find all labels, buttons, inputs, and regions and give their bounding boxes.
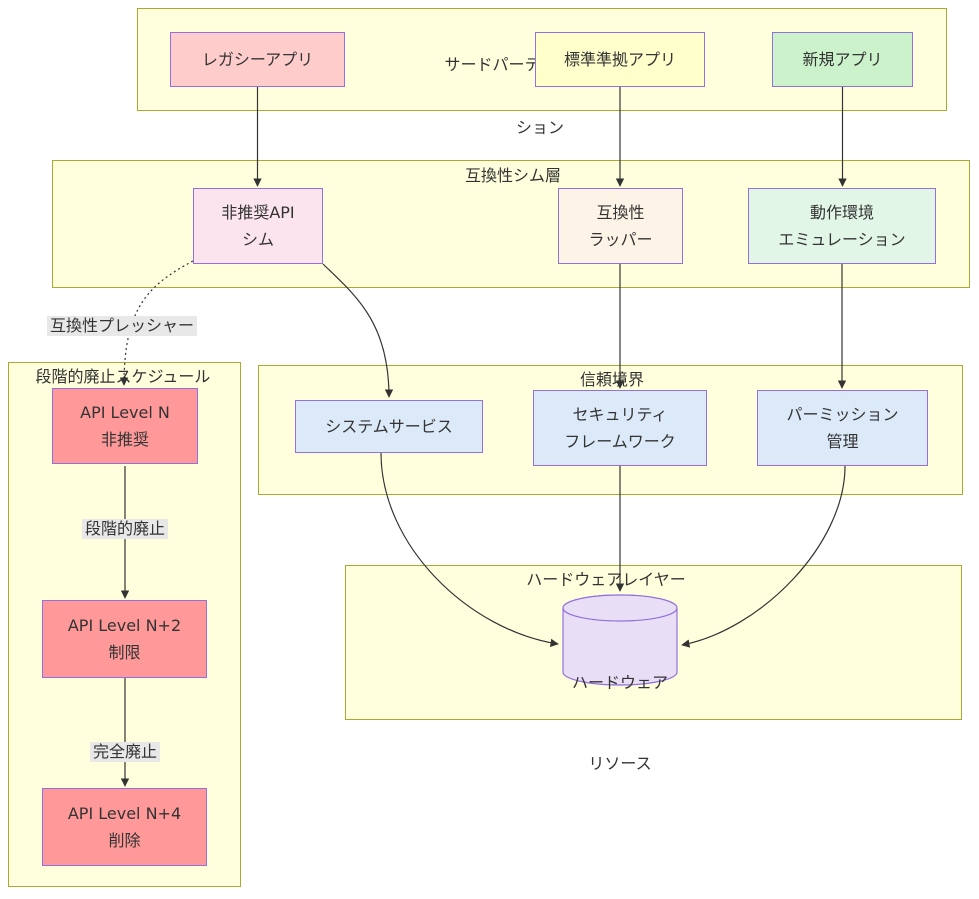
cluster-title-trust-boundary: 信頼境界 — [579, 370, 645, 389]
node-api-level-n4: API Level N+4 削除 — [42, 788, 207, 866]
edge-system-services-to-hw — [380, 452, 559, 647]
edge-shim-to-api-n-dotted — [119, 260, 194, 386]
node-label: 互換性 — [596, 203, 645, 222]
node-api-level-n2: API Level N+2 制限 — [42, 600, 207, 678]
node-label: システムサービス — [325, 417, 453, 436]
hardware-resources-cylinder — [562, 594, 678, 686]
node-label: API Level N+2 — [67, 616, 182, 635]
node-api-level-n: API Level N 非推奨 — [52, 388, 198, 464]
node-label: 削除 — [108, 831, 141, 850]
node-deprecated-api-shim: 非推奨API シム — [193, 188, 323, 264]
node-label: 非推奨API — [221, 203, 295, 222]
node-label: ラッパー — [588, 230, 653, 249]
cylinder-top-rim — [562, 594, 678, 622]
node-label: フレームワーク — [564, 432, 676, 451]
node-env-emulation: 動作環境 エミュレーション — [748, 188, 936, 264]
node-hardware-resources-label: ハードウェア リソース — [572, 615, 668, 831]
node-label: レガシーアプリ — [201, 50, 314, 69]
edge-label-phased-deprecation: 段階的廃止 — [81, 519, 169, 539]
node-label: 制限 — [108, 643, 141, 662]
node-label: リソース — [588, 754, 652, 773]
node-label: パーミッション — [786, 405, 899, 424]
cluster-title-hardware-layer: ハードウェアレイヤー — [526, 570, 686, 589]
node-label: 標準準拠アプリ — [563, 50, 676, 69]
edge-shim-to-system-services — [322, 263, 394, 398]
node-label: セキュリティ — [572, 405, 668, 424]
node-system-services: システムサービス — [295, 400, 483, 453]
node-label: API Level N — [80, 403, 170, 422]
node-label: API Level N+4 — [67, 804, 182, 823]
node-permission-mgmt: パーミッション 管理 — [757, 390, 928, 466]
edge-label-compat-pressure: 互換性プレッシャー — [46, 316, 198, 336]
node-new-app: 新規アプリ — [772, 32, 913, 87]
cluster-title-shim-layer: 互換性シム層 — [464, 166, 562, 185]
node-security-framework: セキュリティ フレームワーク — [533, 390, 707, 466]
node-label: 動作環境 — [809, 203, 874, 222]
edge-permission-to-hw — [681, 465, 846, 648]
node-label: エミュレーション — [778, 230, 906, 249]
node-standard-app: 標準準拠アプリ — [535, 32, 705, 87]
node-label: シム — [241, 230, 274, 249]
node-legacy-app: レガシーアプリ — [170, 32, 345, 87]
node-label: ハードウェア — [571, 673, 669, 692]
cluster-title-line: ション — [515, 118, 565, 137]
edge-label-complete-removal: 完全廃止 — [89, 742, 161, 762]
node-label: 管理 — [826, 432, 859, 451]
node-compat-wrapper: 互換性 ラッパー — [558, 188, 683, 264]
node-label: 新規アプリ — [802, 50, 883, 69]
cluster-title-deprecation-schedule: 段階的廃止スケジュール — [35, 367, 211, 386]
node-label: 非推奨 — [100, 430, 149, 449]
